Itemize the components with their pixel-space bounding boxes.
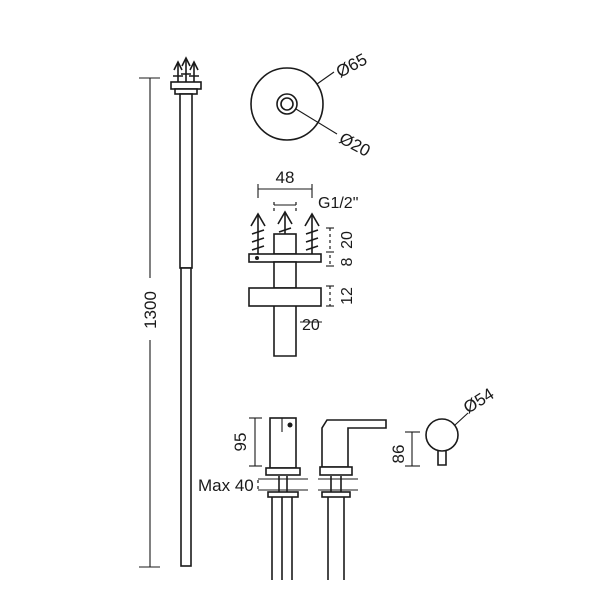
ceiling-plate bbox=[248, 253, 322, 263]
plate-screw-hole bbox=[255, 256, 259, 260]
leader-pipe bbox=[295, 108, 338, 135]
mixer-base-front bbox=[265, 467, 301, 476]
total-height-label: 1300 bbox=[141, 291, 160, 329]
pipe-upper bbox=[179, 93, 193, 269]
lower-pipe bbox=[273, 306, 297, 357]
handle-stem bbox=[437, 451, 447, 466]
plate-diameter-label: Ø65 bbox=[333, 50, 370, 82]
flange-thickness-label: 12 bbox=[339, 287, 356, 305]
pipe-lower bbox=[180, 267, 192, 567]
handle-circle bbox=[425, 418, 459, 452]
mixer-indicator bbox=[287, 422, 293, 428]
plate-circle bbox=[250, 67, 324, 141]
handle-height-label: 86 bbox=[389, 445, 408, 464]
thread-label: G1/2" bbox=[318, 195, 358, 212]
pipe-inner-circle bbox=[280, 97, 294, 111]
flange-block bbox=[248, 287, 322, 307]
upper-stem bbox=[273, 261, 297, 289]
flange-width-label: 48 bbox=[276, 168, 295, 187]
top-plate bbox=[170, 81, 202, 90]
vertical-pipe-view: 1300 bbox=[139, 56, 202, 568]
screw-height-label: 20 bbox=[339, 231, 356, 249]
handle-diameter-label: Ø54 bbox=[460, 384, 497, 417]
mixer-fixing-front bbox=[267, 491, 299, 498]
center-nut bbox=[273, 233, 297, 255]
top-screws bbox=[173, 56, 199, 82]
mixer-side-view bbox=[318, 419, 387, 580]
mixer-height-label: 95 bbox=[231, 433, 250, 452]
pipe-diameter-label: Ø20 bbox=[336, 129, 373, 161]
mixer-front-view: 95 Max 40 bbox=[198, 417, 308, 580]
pipe-width-label: 20 bbox=[302, 317, 320, 334]
max-mount-label: Max 40 bbox=[198, 476, 254, 495]
mixer-base-side bbox=[319, 466, 353, 476]
pipe-outer-circle bbox=[276, 93, 298, 115]
plate-thickness-label: 8 bbox=[339, 257, 356, 266]
mixer-body-side bbox=[321, 419, 387, 468]
leader-plate bbox=[316, 71, 335, 85]
handle-plan-view: 86 Ø54 bbox=[389, 384, 497, 467]
mixer-fixing-side bbox=[321, 491, 351, 498]
flange-detail: 48 G1/2" 20 bbox=[248, 168, 358, 357]
ceiling-plate-plan: Ø65 Ø20 bbox=[250, 50, 373, 161]
